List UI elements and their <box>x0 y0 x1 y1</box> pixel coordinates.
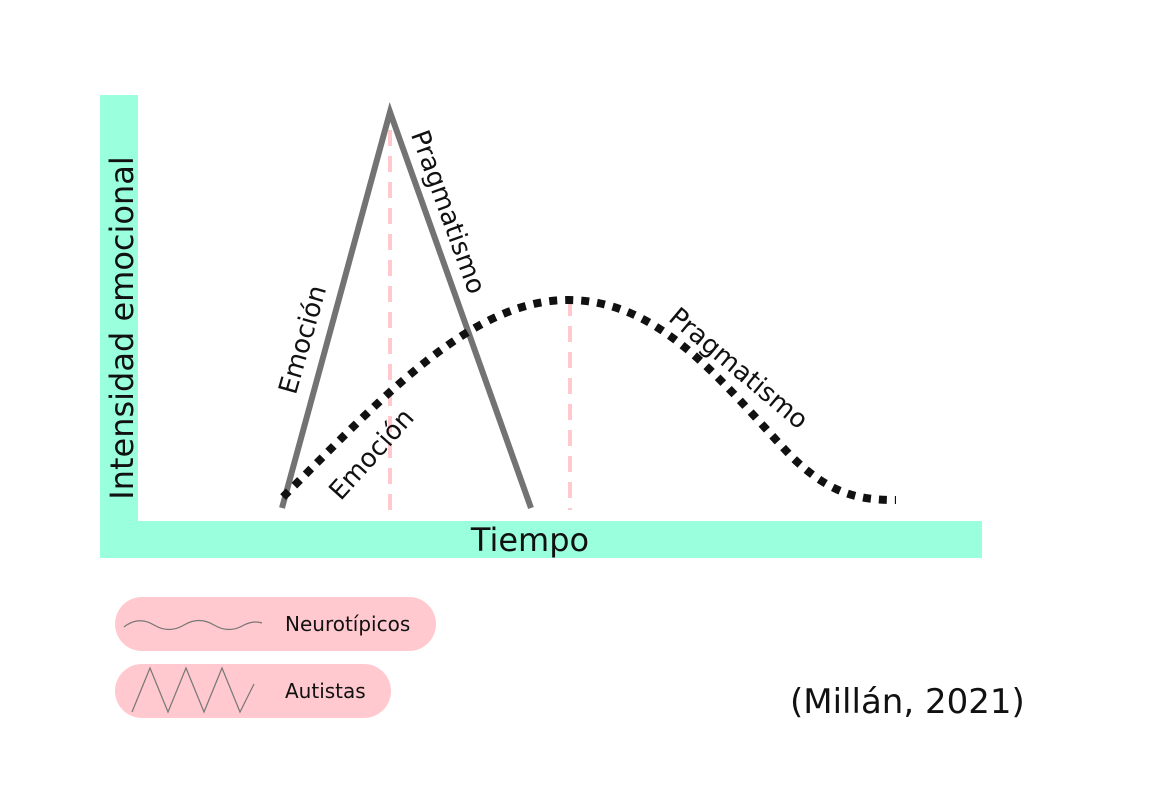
legend-item-neurotipicos: Neurotípicos <box>115 597 436 651</box>
autistas-curve <box>279 101 534 510</box>
legend-item-autistas: Autistas <box>115 664 391 718</box>
neurotipicos-curve <box>280 295 897 504</box>
neurotipicos-fall-label: Pragmatismo <box>663 302 814 435</box>
legend-label-autistas: Autistas <box>285 679 366 703</box>
neurotipicos-rise-label: Emoción <box>324 403 421 506</box>
zigzag-line-icon <box>131 666 255 714</box>
y-axis-bar <box>100 95 138 558</box>
y-axis-label: Intensidad emocional <box>103 156 141 499</box>
x-axis-bar <box>100 521 982 558</box>
wave-line-icon <box>123 619 263 631</box>
citation: (Millán, 2021) <box>790 682 1025 722</box>
autistas-rise-label: Emoción <box>274 282 334 398</box>
legend-label-neurotipicos: Neurotípicos <box>285 612 411 636</box>
x-axis-label: Tiempo <box>470 521 589 559</box>
